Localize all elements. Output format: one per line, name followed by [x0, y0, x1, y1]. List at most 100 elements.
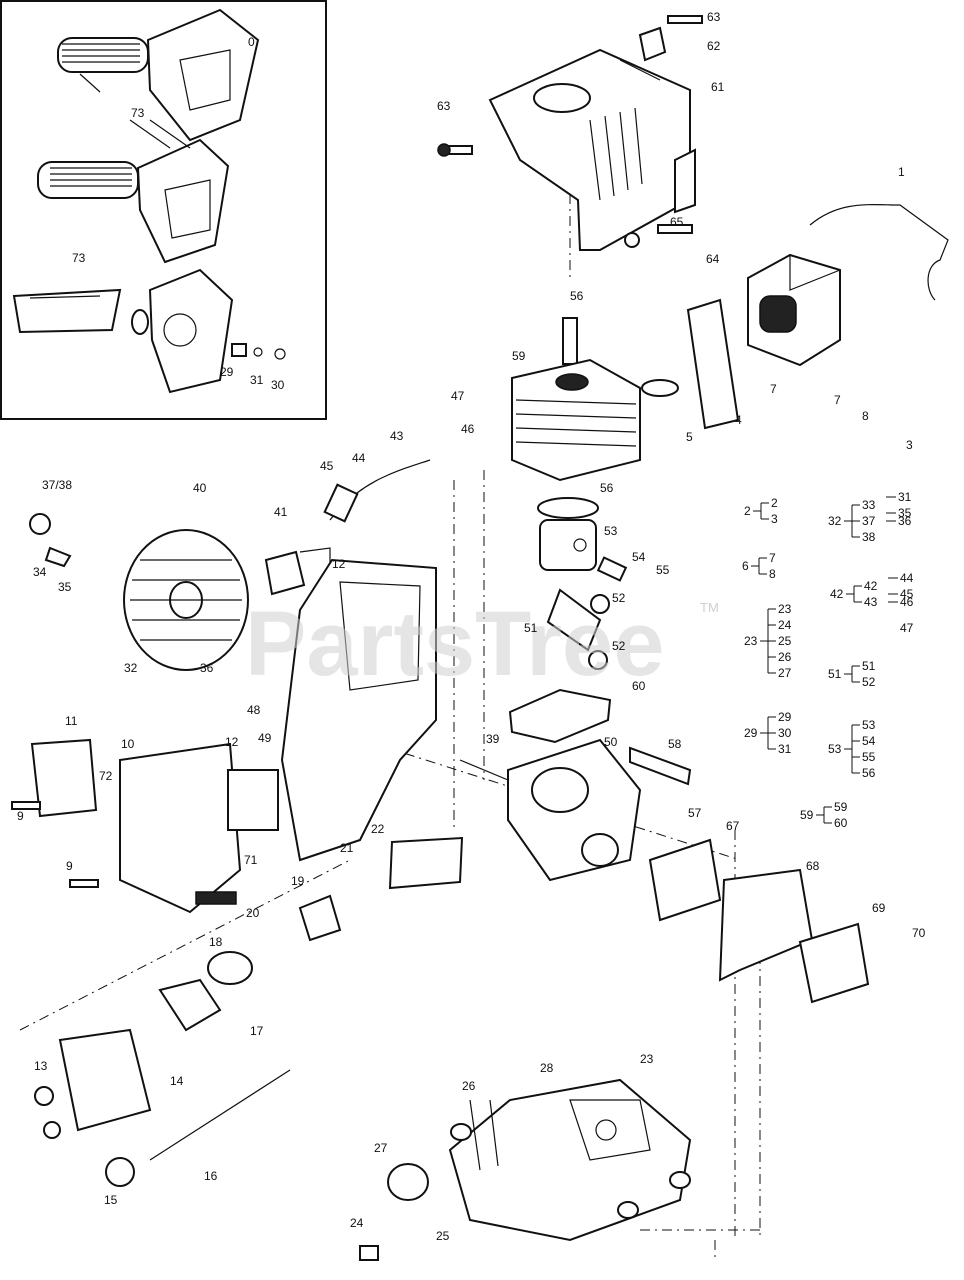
group-label-42: 42 [830, 587, 844, 601]
group-sub-44: 44 [900, 571, 914, 585]
callout-29: 29 [220, 365, 234, 379]
callout-4: 4 [735, 413, 742, 427]
callout-52: 52 [612, 639, 626, 653]
callout-23: 23 [640, 1052, 654, 1066]
gasket-plate [686, 298, 740, 430]
crankcase [459, 738, 642, 882]
callout-73: 73 [131, 106, 145, 120]
group-member-59: 59 [834, 800, 848, 814]
callout-51: 51 [524, 621, 538, 635]
group-member-31: 31 [778, 742, 792, 756]
callout-47: 47 [451, 389, 465, 403]
callout-69: 69 [872, 901, 886, 915]
callout-60: 60 [632, 679, 646, 693]
callout-56: 56 [570, 289, 584, 303]
ignition-module [747, 253, 841, 367]
bracket [629, 746, 692, 786]
callout-18: 18 [209, 935, 223, 949]
group-member-52: 52 [862, 675, 876, 689]
part-group-table: 2236782323242526272929303159596032333738… [742, 490, 914, 830]
callout-57: 57 [688, 806, 702, 820]
callout-70: 70 [912, 926, 926, 940]
inset-box [0, 0, 327, 420]
group-member-33: 33 [862, 498, 876, 512]
callout-12: 12 [225, 735, 239, 749]
group-extra-47: 47 [900, 621, 914, 635]
group-member-8: 8 [769, 567, 776, 581]
cylinder-shroud [488, 48, 696, 251]
callout-53: 53 [604, 524, 618, 538]
callout-0: 0 [248, 35, 255, 49]
group-sub-35: 35 [898, 506, 912, 520]
callout-49: 49 [258, 731, 272, 745]
callout-9: 9 [66, 859, 73, 873]
callout-7: 7 [834, 393, 841, 407]
handle-variant-3 [12, 268, 286, 394]
group-member-51: 51 [862, 659, 876, 673]
callout-68: 68 [806, 859, 820, 873]
boot [323, 483, 359, 523]
cylinder-assembly [511, 317, 641, 482]
callout-40: 40 [193, 481, 207, 495]
air-filter [30, 738, 279, 914]
group-label-59: 59 [800, 808, 814, 822]
callout-36: 36 [200, 661, 214, 675]
watermark: PartsTree [245, 593, 664, 695]
handle-variant-2 [37, 138, 230, 264]
callout-12: 12 [332, 557, 346, 571]
callout-73: 73 [72, 251, 86, 265]
callout-62: 62 [707, 39, 721, 53]
screws-top [437, 15, 703, 248]
air-filter-screws [11, 801, 99, 888]
group-member-43: 43 [864, 595, 878, 609]
callout-3: 3 [906, 438, 913, 452]
fan-housing [280, 558, 437, 862]
callout-16: 16 [204, 1169, 218, 1183]
callout-56: 56 [600, 481, 614, 495]
group-member-55: 55 [862, 750, 876, 764]
callout-32: 32 [124, 661, 138, 675]
callout-63: 63 [707, 10, 721, 24]
callout-28: 28 [540, 1061, 554, 1075]
callout-35: 35 [58, 580, 72, 594]
group-label-23: 23 [744, 634, 758, 648]
fuel-tank [359, 1078, 692, 1261]
callout-58: 58 [668, 737, 682, 751]
cylinder-gasket [508, 688, 612, 744]
callout-21: 21 [340, 841, 354, 855]
gasket-22 [388, 836, 464, 890]
group-label-29: 29 [744, 726, 758, 740]
callout-24: 24 [350, 1216, 364, 1230]
group-member-56: 56 [862, 766, 876, 780]
group-label-51: 51 [828, 667, 842, 681]
callout-7: 7 [770, 382, 777, 396]
group-sub-46: 46 [900, 595, 914, 609]
group-member-29: 29 [778, 710, 792, 724]
callout-27: 27 [374, 1141, 388, 1155]
group-label-2: 2 [744, 504, 751, 518]
callout-72: 72 [99, 769, 113, 783]
callout-5: 5 [686, 430, 693, 444]
callout-67: 67 [726, 819, 740, 833]
group-label-6: 6 [742, 559, 749, 573]
group-sub-36: 36 [898, 514, 912, 528]
callout-19: 19 [291, 874, 305, 888]
group-member-26: 26 [778, 650, 792, 664]
group-member-53: 53 [862, 718, 876, 732]
callout-43: 43 [390, 429, 404, 443]
callout-30: 30 [271, 378, 285, 392]
primer-bulb [105, 1157, 135, 1187]
callout-8: 8 [862, 409, 869, 423]
group-member-27: 27 [778, 666, 792, 680]
air-box [34, 1028, 152, 1139]
callout-22: 22 [371, 822, 385, 836]
group-member-54: 54 [862, 734, 876, 748]
callout-61: 61 [711, 80, 725, 94]
group-label-32: 32 [828, 514, 842, 528]
callout-65: 65 [670, 215, 684, 229]
callout-31: 31 [250, 373, 264, 387]
callout-1: 1 [898, 165, 905, 179]
group-member-38: 38 [862, 530, 876, 544]
